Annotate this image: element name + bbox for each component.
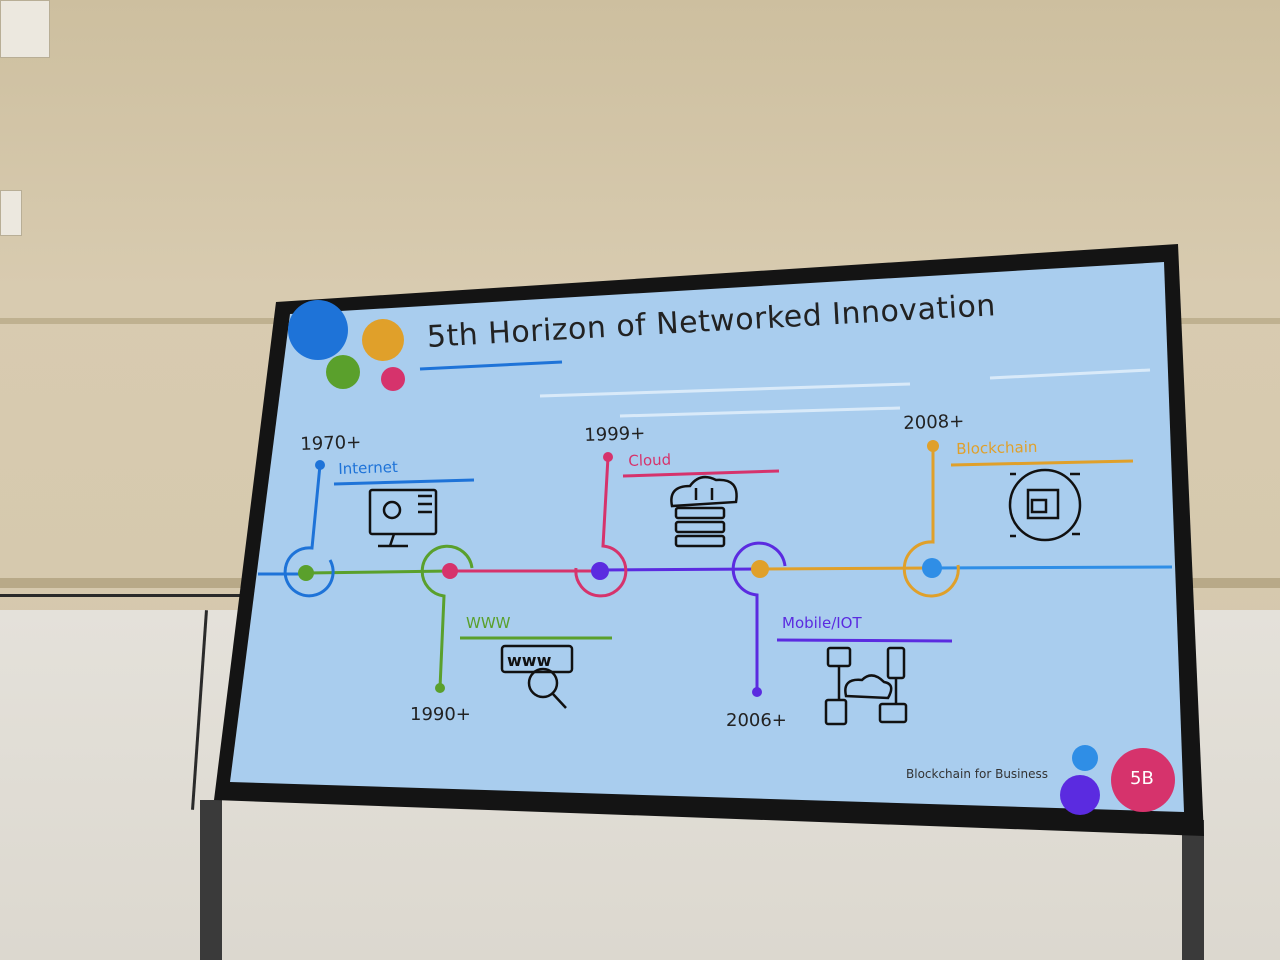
timeline-node-1999 xyxy=(591,562,609,580)
milestone-year-1990: 1990+ xyxy=(410,704,471,725)
milestone-label-cloud: Cloud xyxy=(628,450,672,470)
milestone-year-1999: 1999+ xyxy=(584,422,646,446)
decor-bubble-blue xyxy=(288,300,348,360)
decor-bubble-pink xyxy=(381,367,405,391)
www-search-icon: www xyxy=(500,644,574,709)
milestone-label-mobile-iot: Mobile/IOT xyxy=(782,614,862,632)
milestone-year-2008: 2008+ xyxy=(903,410,965,434)
stand-leg-left xyxy=(200,800,222,960)
timeline-node-1990 xyxy=(442,563,458,579)
cloud-server-icon xyxy=(670,475,738,548)
milestone-label-internet: Internet xyxy=(338,457,399,478)
stand-leg-right xyxy=(1182,820,1204,960)
wall-fixture-mid xyxy=(0,190,22,236)
milestone-label-blockchain: Blockchain xyxy=(956,437,1038,458)
power-cable xyxy=(0,594,240,597)
milestone-year-1970: 1970+ xyxy=(300,431,362,455)
milestone-label-www: WWW xyxy=(466,614,511,632)
blockchain-cube-icon xyxy=(1008,468,1082,542)
badge-circle xyxy=(1111,748,1175,812)
iot-network-icon xyxy=(824,646,908,726)
decor-bubble-purple xyxy=(1060,775,1100,815)
computer-network-icon xyxy=(368,488,438,548)
decor-bubble-gold xyxy=(362,319,404,361)
svg-text:www: www xyxy=(507,651,552,670)
wall-fixture-top xyxy=(0,0,50,58)
decor-bubble-green xyxy=(326,355,360,389)
milestone-year-2006: 2006+ xyxy=(726,710,787,731)
timeline-node-1970 xyxy=(298,565,314,581)
decor-bubble-small-blue xyxy=(1072,745,1098,771)
timeline-node-2008 xyxy=(922,558,942,578)
timeline-node-2006 xyxy=(751,560,769,578)
slide-badge: 5B xyxy=(1130,768,1154,789)
slide-footer: Blockchain for Business xyxy=(906,767,1048,781)
